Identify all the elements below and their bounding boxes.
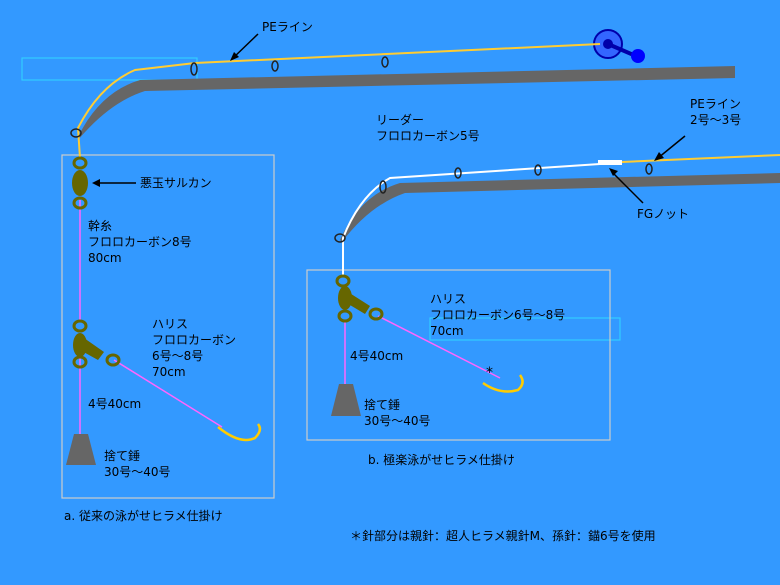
rod-a (78, 66, 735, 140)
sinker-label-b: 捨て錘 30号～40号 (364, 397, 431, 429)
sinker-icon (66, 434, 96, 465)
hook-mark: * (486, 365, 493, 381)
sinker-label-line: 30号～40号 (364, 414, 431, 428)
three-way-swivel-icon (72, 319, 121, 369)
pe-line-label-line: PEライン (690, 97, 741, 111)
rod-guide (379, 180, 387, 194)
rig-b-frame (306, 269, 611, 441)
pointer-arrow (611, 171, 644, 204)
sinker-label-line: 捨て錘 (364, 398, 401, 412)
pointer-arrow (657, 135, 686, 159)
harisu-label-line: 70cm (152, 365, 186, 379)
leader-label-line: フロロカーボン5号 (376, 129, 480, 143)
knot-label: FGノット (637, 207, 689, 221)
rod-guide (190, 62, 198, 76)
pe-line-label-line: 2号～3号 (690, 113, 742, 127)
sinker-label-line: 30号～40号 (104, 465, 171, 479)
highlight-box (21, 57, 198, 81)
harisu-label-line: ハリス (430, 292, 467, 306)
pe-line-a (76, 43, 601, 159)
rod-guide (271, 60, 279, 72)
main-line-label-line: 80cm (88, 251, 122, 265)
rod-guide (334, 233, 346, 243)
hook-icon (482, 374, 524, 393)
fg-knot-icon (598, 160, 622, 165)
sinker-line-label-a: 4号40cm (88, 397, 142, 411)
highlight-box (429, 317, 621, 341)
rod-b (340, 173, 780, 242)
harisu-label-line: ハリス (152, 317, 189, 331)
harisu-line-a (113, 359, 223, 428)
hook-icon (217, 423, 262, 442)
rod-guide (454, 167, 462, 179)
rig-a-frame (61, 154, 275, 499)
sinker-icon (331, 384, 361, 416)
rod-guide (70, 128, 82, 138)
leader-line-b (342, 162, 616, 275)
main-line-label: 幹糸 フロロカーボン8号 80cm (88, 218, 192, 266)
harisu-label-line: 70cm (430, 324, 464, 338)
main-line-label-line: フロロカーボン8号 (88, 235, 192, 249)
rod-guide (645, 163, 653, 175)
leader-label-line: リーダー (376, 113, 425, 127)
pointer-arrowhead (609, 168, 618, 176)
leader-label: リーダー フロロカーボン5号 (376, 112, 480, 144)
caption-a: a. 従来の泳がせヒラメ仕掛け (64, 509, 223, 523)
sinker-line-label-b: 4号40cm (350, 349, 404, 363)
harisu-label-line: 6号～8号 (152, 349, 204, 363)
three-way-swivel-icon (335, 274, 384, 323)
pe-line-label: PEライン (262, 20, 313, 34)
caption-b: b. 極楽泳がせヒラメ仕掛け (368, 453, 515, 467)
pointer-arrowhead (92, 179, 100, 187)
sinker-label-a: 捨て錘 30号～40号 (104, 448, 171, 480)
pe-line-label-b: PEライン 2号～3号 (690, 96, 741, 128)
harisu-label-line: フロロカーボン6号～8号 (430, 308, 566, 322)
harisu-label-line: フロロカーボン (152, 333, 237, 347)
footnote: ＊針部分は親針：超人ヒラメ親針M、孫針：錨6号を使用 (350, 529, 656, 543)
main-line-label-line: 幹糸 (88, 219, 113, 233)
pointer-arrowhead (654, 152, 664, 161)
rod-guide (381, 56, 389, 68)
swivel-icon (72, 156, 88, 210)
harisu-label-a: ハリス フロロカーボン 6号～8号 70cm (152, 316, 236, 380)
harisu-line-b (377, 315, 501, 379)
harisu-label-b: ハリス フロロカーボン6号～8号 70cm (430, 291, 565, 339)
pointer-arrowhead (230, 52, 239, 61)
swivel-label: 悪玉サルカン (140, 176, 212, 190)
pe-line-b (621, 154, 780, 163)
reel-icon (593, 29, 645, 63)
rod-guide (534, 164, 542, 176)
sinker-label-line: 捨て錘 (104, 449, 141, 463)
